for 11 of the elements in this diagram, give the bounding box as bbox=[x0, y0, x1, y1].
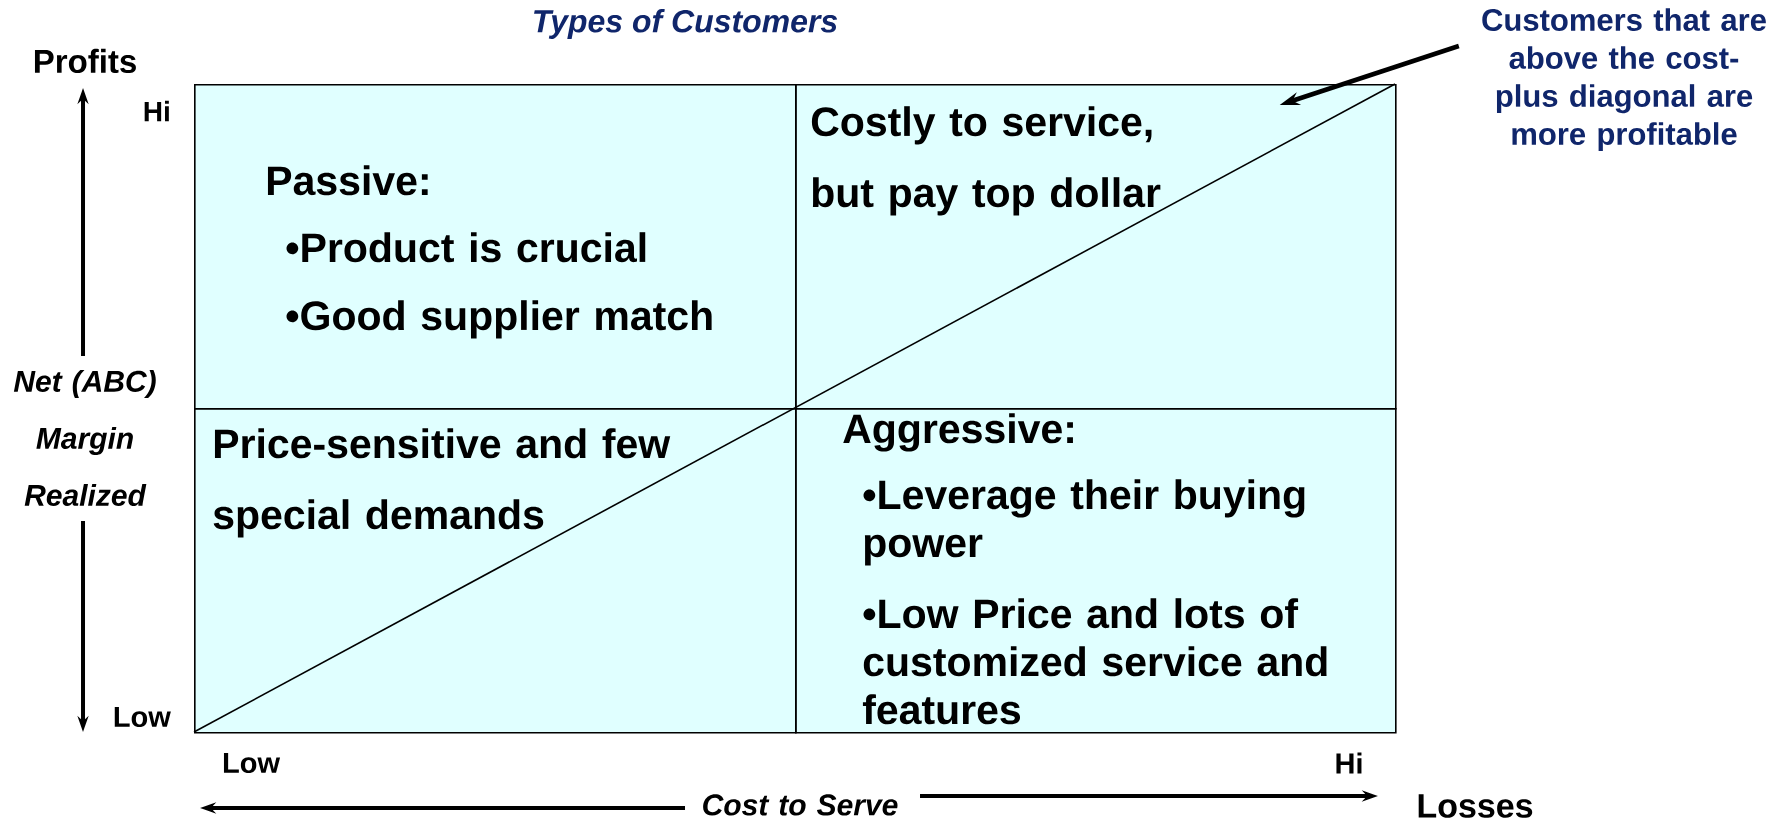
annotation-text: Customers that are above the cost-plus diagonal are more profitable bbox=[1482, 8, 1766, 152]
quadrant-cell: Passive: •Product is crucial •Good supplier match bbox=[194, 84, 797, 410]
quadrant-cell: Price-sensitive and few special demands bbox=[194, 408, 797, 734]
quadrant-cell: Costly to service, but pay top dollar bbox=[795, 84, 1397, 410]
axis-label: Net (ABC) Margin Realized bbox=[13, 369, 156, 506]
axis-label: Profits bbox=[34, 48, 136, 74]
axis-label: Cost to Serve bbox=[703, 794, 898, 816]
quadrant-cell: Aggressive: •Leverage their buying power •Low Price and lots of customized service and features bbox=[795, 408, 1397, 734]
title: Types of Customers bbox=[534, 9, 838, 39]
axis-label: Hi bbox=[144, 100, 169, 122]
axis-label: Losses bbox=[1418, 794, 1533, 818]
